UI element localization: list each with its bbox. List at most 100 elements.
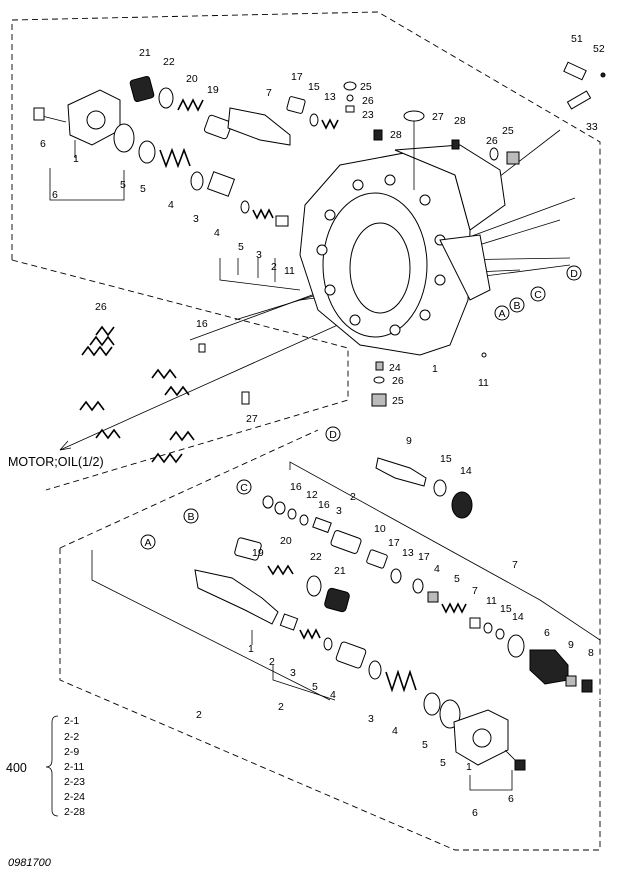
callout-27: 27 <box>432 111 444 123</box>
connector-b-lower: B <box>183 508 199 524</box>
callout-2-e: 2 <box>196 709 202 721</box>
ring-upper-3 <box>190 171 204 191</box>
kit-item-1: 2-1 <box>64 715 79 727</box>
callout-9: 9 <box>406 435 412 447</box>
callout-14: 14 <box>460 465 472 477</box>
svg-text:A: A <box>498 308 505 320</box>
callout-25: 25 <box>360 81 372 93</box>
svg-text:C: C <box>534 289 542 301</box>
o-ring-15-upper <box>309 113 319 127</box>
callout-4-e: 4 <box>392 725 398 737</box>
callout-11: 11 <box>284 265 295 277</box>
callout-5-d: 5 <box>454 573 460 585</box>
callout-6-b: 6 <box>52 189 58 201</box>
plug-25-top <box>343 81 357 113</box>
callout-22: 22 <box>163 56 175 68</box>
callout-1-c: 1 <box>248 643 254 655</box>
kit-item-5: 2-23 <box>64 776 85 788</box>
callout-28-b: 28 <box>454 115 466 127</box>
callout-4: 4 <box>168 199 174 211</box>
o-ring-26-right <box>489 147 499 161</box>
callout-21: 21 <box>139 47 151 59</box>
spool-1-lower <box>194 569 279 625</box>
spring-upper-3 <box>252 208 274 220</box>
callout-26-d: 26 <box>392 375 404 387</box>
callout-19-b: 19 <box>252 547 264 559</box>
callout-7: 7 <box>266 87 272 99</box>
screw-52 <box>600 72 606 78</box>
callout-13-b: 13 <box>402 547 414 559</box>
callout-22-b: 22 <box>310 551 322 563</box>
callout-5-c: 5 <box>238 241 244 253</box>
connector-c-upper: C <box>530 286 546 302</box>
callout-24: 24 <box>389 362 401 374</box>
svg-text:B: B <box>513 300 520 312</box>
connector-b-upper: B <box>509 297 525 313</box>
o-ring-22-upper <box>158 87 174 109</box>
callout-5-e: 5 <box>312 681 318 693</box>
callout-3-e: 3 <box>368 713 374 725</box>
callout-26: 26 <box>362 95 374 107</box>
callout-52: 52 <box>593 43 605 55</box>
cap-21-lower <box>324 587 350 613</box>
bolt-33 <box>566 90 592 110</box>
o-ring-5-lower <box>323 637 333 651</box>
callout-12: 12 <box>306 489 318 501</box>
leader-lines <box>49 140 601 791</box>
callout-2-d: 2 <box>278 701 284 713</box>
callout-25-b: 25 <box>502 125 514 137</box>
kit-number: 400 <box>6 761 27 775</box>
dashed-boundary-lower <box>59 429 601 851</box>
spring-upper-4 <box>159 147 191 169</box>
plug-25-right <box>506 151 520 165</box>
spool-upper-4 <box>206 171 236 197</box>
o-ring-upper <box>113 123 135 153</box>
callout-6: 6 <box>40 138 46 150</box>
callout-27-b: 27 <box>246 413 258 425</box>
lower-cover <box>453 709 526 771</box>
group-d-parts <box>375 457 473 519</box>
callout-33: 33 <box>586 121 598 133</box>
callout-13: 13 <box>324 91 336 103</box>
o-ring-22-lower <box>306 575 322 597</box>
callout-3: 3 <box>193 213 199 225</box>
plug-upper-2 <box>275 215 289 227</box>
callout-23: 23 <box>362 109 374 121</box>
callout-4-d: 4 <box>330 689 336 701</box>
spring-4-lower <box>385 669 417 693</box>
group-c-parts <box>262 495 593 693</box>
motor-oil-label: MOTOR;OIL(1/2) <box>8 455 104 469</box>
callout-28: 28 <box>390 129 402 141</box>
kit-item-7: 2-28 <box>64 806 85 818</box>
callout-17-c: 17 <box>418 551 430 563</box>
spring-3-lower <box>299 628 321 640</box>
callout-15-b: 15 <box>440 453 452 465</box>
svg-text:D: D <box>570 268 578 280</box>
plate-51 <box>563 61 587 81</box>
plug-17-upper <box>286 96 306 114</box>
upper-cover <box>33 89 121 146</box>
kit-item-6: 2-24 <box>64 791 85 803</box>
pin-11-right <box>481 352 487 358</box>
pin-16 <box>198 343 206 353</box>
callout-20-b: 20 <box>280 535 292 547</box>
kit-item-2: 2-2 <box>64 731 79 743</box>
callout-16-c: 16 <box>318 499 330 511</box>
callout-3-c: 3 <box>336 505 342 517</box>
cap-21-upper <box>129 75 155 103</box>
callout-2: 2 <box>271 261 277 273</box>
svg-text:A: A <box>144 537 151 549</box>
callout-11-c: 11 <box>486 595 497 607</box>
connector-c-lower: C <box>236 479 252 495</box>
callout-51: 51 <box>571 33 583 45</box>
bolt-28 <box>373 129 383 141</box>
spring-20-lower <box>267 564 294 576</box>
callout-17-b: 17 <box>388 537 400 549</box>
callout-5: 5 <box>120 179 126 191</box>
spring-set-26 <box>79 325 195 464</box>
callout-20: 20 <box>186 73 198 85</box>
callout-3-b: 3 <box>256 249 262 261</box>
callout-8: 8 <box>588 647 594 659</box>
piston-19-lower <box>234 537 262 561</box>
